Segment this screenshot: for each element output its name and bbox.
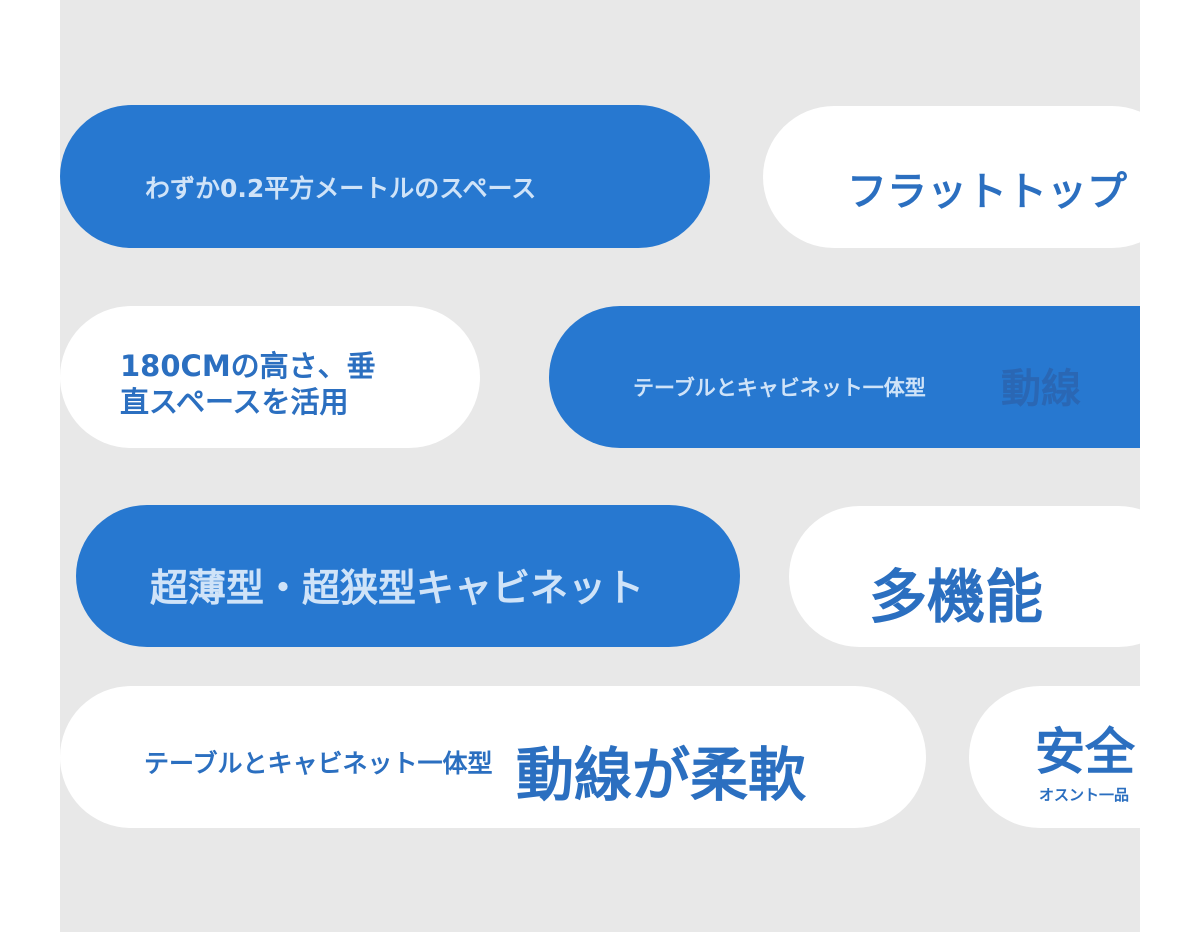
feature-pill-ultra-thin: 超薄型・超狭型キャビネット (76, 505, 740, 647)
feature-pill-height: 180CMの高さ、垂 直スペースを活用 (60, 306, 480, 448)
label-line-2: 直スペースを活用 (120, 385, 349, 419)
feature-overlay-label: 動線が柔軟 (516, 741, 807, 809)
feature-pill-safety: 安全 オスント一品 (969, 686, 1200, 828)
feature-label: テーブルとキャビネット一体型 (144, 749, 493, 778)
feature-label: 安全 (1035, 723, 1135, 781)
feature-label: わずか0.2平方メートルのスペース (145, 174, 537, 203)
feature-pill-space: わずか0.2平方メートルのスペース (60, 105, 710, 248)
feature-overlay-label: 動線 (1001, 366, 1081, 412)
feature-label: 多機能 (869, 563, 1044, 631)
label-line-1: 180CMの高さ、垂 (120, 349, 376, 383)
feature-pill-flexible: テーブルとキャビネット一体型 動線が柔軟 (60, 686, 926, 828)
feature-sublabel: オスント一品 (1039, 786, 1130, 804)
feature-label: 180CMの高さ、垂 直スペースを活用 (120, 348, 376, 420)
feature-pill-flat-top: フラットトップ (763, 106, 1183, 248)
feature-pill-multifunction: 多機能 (789, 506, 1189, 647)
feature-label: フラットトップ (847, 169, 1127, 215)
feature-label: テーブルとキャビネット一体型 (633, 376, 926, 400)
feature-label: 超薄型・超狭型キャビネット (150, 566, 645, 610)
feature-pill-integrated: テーブルとキャビネット一体型 動線 (549, 306, 1140, 448)
